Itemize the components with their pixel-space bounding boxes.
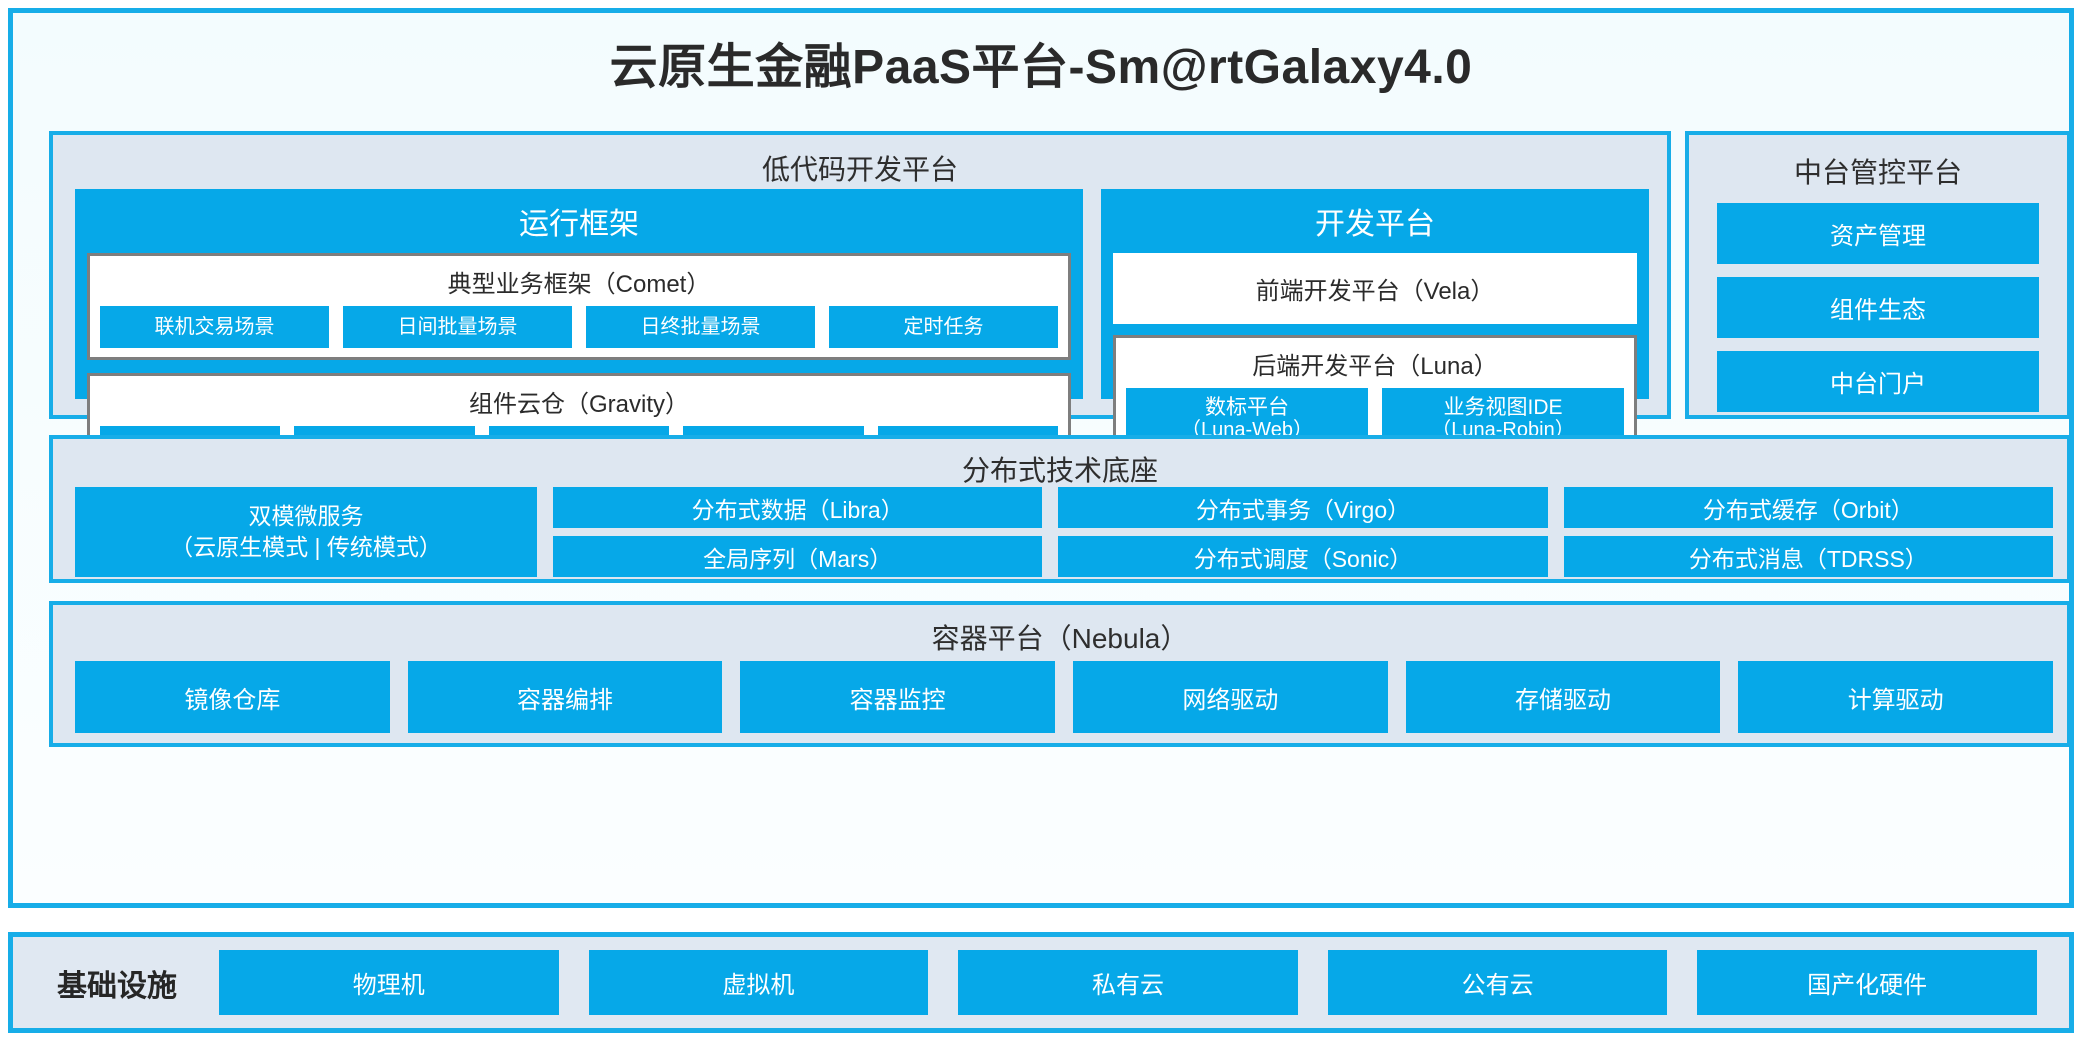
techbase-cell-tdrss[interactable]: 分布式消息（TDRSS） xyxy=(1563,536,2053,577)
container-cell-image-registry[interactable]: 镜像仓库 xyxy=(75,661,390,733)
midplatform-button-asset[interactable]: 资产管理 xyxy=(1717,203,2039,264)
infrastructure-cell-physical[interactable]: 物理机 xyxy=(219,950,559,1015)
comet-group: 典型业务框架（Comet） 联机交易场景 日间批量场景 日终批量场景 定时任务 xyxy=(87,253,1071,360)
techbase-column-3: 分布式缓存（Orbit） 分布式消息（TDRSS） xyxy=(1563,487,2053,577)
techbase-title: 分布式技术底座 xyxy=(961,455,1158,486)
container-cell-compute-driver[interactable]: 计算驱动 xyxy=(1738,661,2054,733)
container-cell-network-driver[interactable]: 网络驱动 xyxy=(1073,661,1388,733)
container-cell-storage-driver[interactable]: 存储驱动 xyxy=(1405,661,1721,733)
midplatform-panel: 中台管控平台 资产管理 组件生态 中台门户 xyxy=(1685,131,2071,419)
techbase-column-2: 分布式事务（Virgo） 分布式调度（Sonic） xyxy=(1058,487,1548,577)
comet-chip[interactable]: 日间批量场景 xyxy=(343,306,572,348)
vela-box[interactable]: 前端开发平台（Vela） xyxy=(1113,253,1637,324)
infrastructure-cell-public-cloud[interactable]: 公有云 xyxy=(1327,950,1668,1015)
gravity-title: 组件云仓（Gravity） xyxy=(468,391,689,418)
comet-chip[interactable]: 联机交易场景 xyxy=(100,306,329,348)
luna-title: 后端开发平台（Luna） xyxy=(1252,353,1498,380)
luna-web-name: 数标平台 xyxy=(1205,396,1289,419)
infrastructure-label: 基础设施 xyxy=(57,969,177,1003)
comet-chip[interactable]: 定时任务 xyxy=(829,306,1058,348)
container-cell-monitoring[interactable]: 容器监控 xyxy=(740,661,1056,733)
dual-mode-line2: （云原生模式 | 传统模式） xyxy=(170,534,442,560)
techbase-cell-mars[interactable]: 全局序列（Mars） xyxy=(553,536,1043,577)
lowcode-columns: 运行框架 典型业务框架（Comet） 联机交易场景 日间批量场景 日终批量场景 … xyxy=(75,189,1649,480)
lowcode-platform-title: 低代码开发平台 xyxy=(761,154,958,185)
infrastructure-panel: 基础设施 物理机 虚拟机 私有云 公有云 国产化硬件 xyxy=(8,932,2074,1033)
infrastructure-cell-virtual[interactable]: 虚拟机 xyxy=(588,950,929,1015)
page-title: 云原生金融PaaS平台-Sm@rtGalaxy4.0 xyxy=(609,41,1473,94)
techbase-body: 双模微服务 （云原生模式 | 传统模式） 分布式数据（Libra） 全局序列（M… xyxy=(75,487,2053,577)
vela-title: 前端开发平台（Vela） xyxy=(1255,278,1495,305)
container-cell-row: 镜像仓库 容器编排 容器监控 网络驱动 存储驱动 计算驱动 xyxy=(75,661,2054,733)
infrastructure-cell-domestic-hardware[interactable]: 国产化硬件 xyxy=(1697,950,2037,1015)
midplatform-button-portal[interactable]: 中台门户 xyxy=(1717,351,2039,412)
luna-robin-name: 业务视图IDE xyxy=(1443,396,1563,419)
run-framework-block: 运行框架 典型业务框架（Comet） 联机交易场景 日间批量场景 日终批量场景 … xyxy=(75,189,1083,480)
container-platform-title: 容器平台（Nebula） xyxy=(931,623,1189,654)
dual-mode-microservice-cell[interactable]: 双模微服务 （云原生模式 | 传统模式） xyxy=(75,487,537,577)
comet-chip-row: 联机交易场景 日间批量场景 日终批量场景 定时任务 xyxy=(100,306,1058,348)
comet-title: 典型业务框架（Comet） xyxy=(447,271,711,298)
comet-chip[interactable]: 日终批量场景 xyxy=(586,306,815,348)
techbase-cell-libra[interactable]: 分布式数据（Libra） xyxy=(553,487,1043,528)
techbase-cell-orbit[interactable]: 分布式缓存（Orbit） xyxy=(1563,487,2053,528)
techbase-cell-virgo[interactable]: 分布式事务（Virgo） xyxy=(1058,487,1548,528)
midplatform-button-component[interactable]: 组件生态 xyxy=(1717,277,2039,338)
techbase-cell-sonic[interactable]: 分布式调度（Sonic） xyxy=(1058,536,1548,577)
container-platform-panel: 容器平台（Nebula） 镜像仓库 容器编排 容器监控 网络驱动 存储驱动 计算… xyxy=(49,601,2071,747)
dev-platform-title: 开发平台 xyxy=(1315,208,1435,241)
container-cell-orchestration[interactable]: 容器编排 xyxy=(407,661,723,733)
techbase-panel: 分布式技术底座 双模微服务 （云原生模式 | 传统模式） 分布式数据（Libra… xyxy=(49,435,2071,583)
infrastructure-cell-private-cloud[interactable]: 私有云 xyxy=(958,950,1298,1015)
run-framework-title: 运行框架 xyxy=(519,208,639,241)
dev-platform-block: 开发平台 前端开发平台（Vela） 后端开发平台（Luna） 数标平台 （Lun… xyxy=(1101,189,1649,462)
dual-mode-line1: 双模微服务 xyxy=(248,502,364,529)
main-platform-frame: 云原生金融PaaS平台-Sm@rtGalaxy4.0 低代码开发平台 运行框架 … xyxy=(8,8,2074,908)
midplatform-title: 中台管控平台 xyxy=(1793,157,1962,188)
techbase-column-1: 分布式数据（Libra） 全局序列（Mars） xyxy=(553,487,1043,577)
lowcode-platform-panel: 低代码开发平台 运行框架 典型业务框架（Comet） 联机交易场景 日间批量场景… xyxy=(49,131,1671,480)
infrastructure-cell-row: 物理机 虚拟机 私有云 公有云 国产化硬件 xyxy=(219,950,2047,1015)
